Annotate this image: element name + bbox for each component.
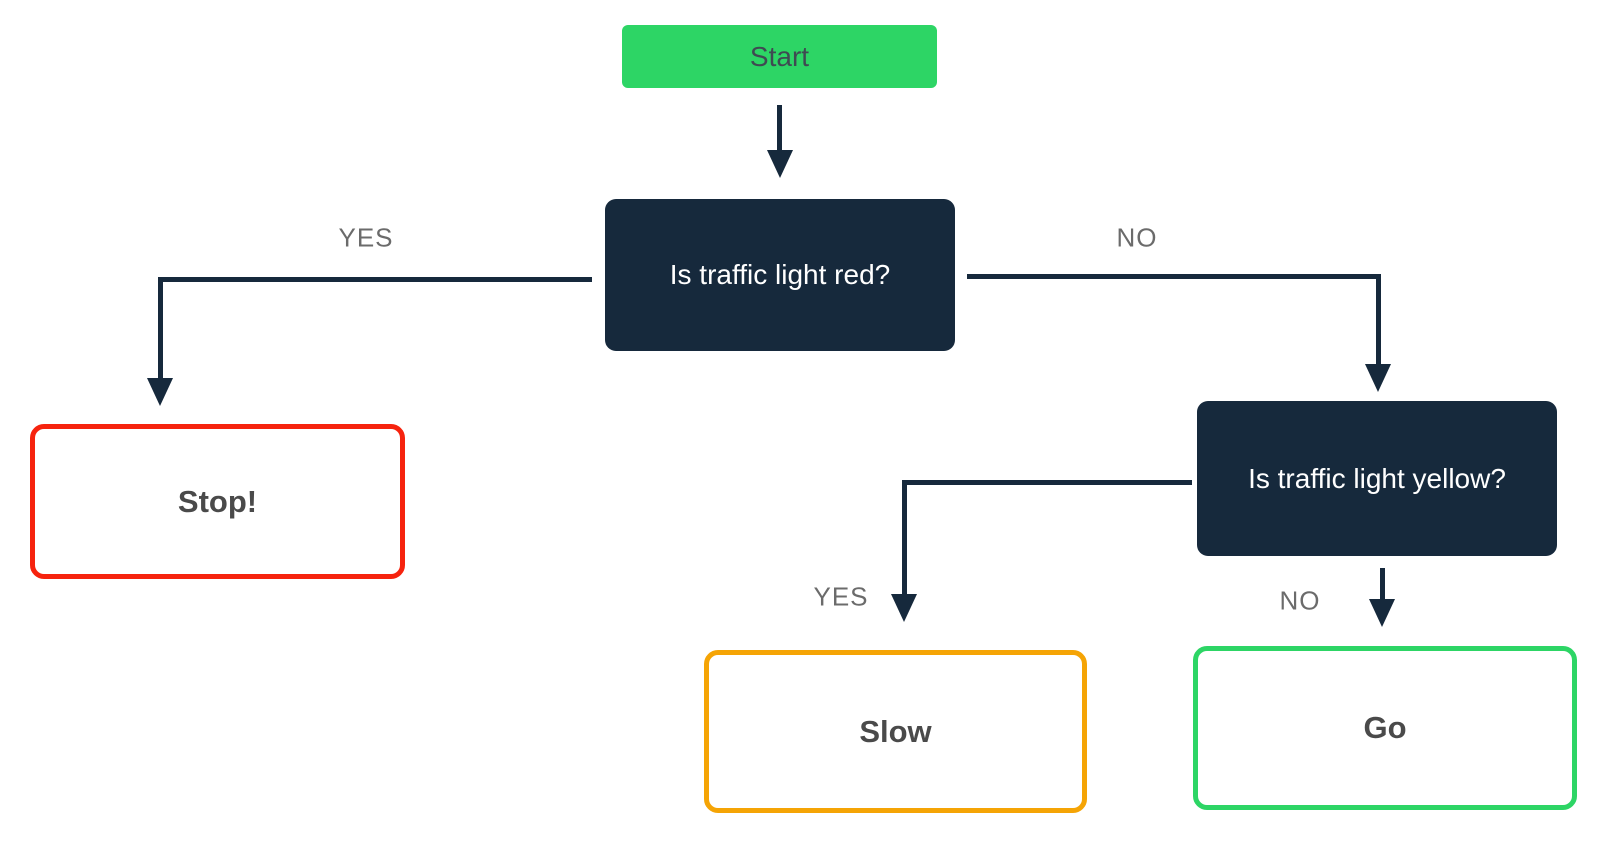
node-slow: Slow — [704, 650, 1087, 813]
edge-red-to-stop-vline — [158, 277, 163, 379]
edge-label-red-no: NO — [1116, 222, 1158, 253]
arrow-down-icon — [891, 594, 917, 622]
edge-yellow-to-go-line — [1380, 568, 1385, 600]
edge-yellow-to-slow-hline — [902, 480, 1192, 485]
edge-red-to-yellow-hline — [967, 274, 1381, 279]
edge-red-to-yellow-vline — [1376, 274, 1381, 365]
node-stop: Stop! — [30, 424, 405, 579]
edge-red-to-stop-hline — [158, 277, 592, 282]
edge-label-yellow-no: NO — [1279, 585, 1321, 616]
arrow-down-icon — [1369, 599, 1395, 627]
node-question-yellow: Is traffic light yellow? — [1197, 401, 1557, 556]
edge-yellow-to-slow-vline — [902, 480, 907, 595]
node-question-red: Is traffic light red? — [605, 199, 955, 351]
edge-label-yellow-yes: YES — [813, 581, 869, 612]
arrow-down-icon — [147, 378, 173, 406]
edge-start-to-red-line — [777, 105, 782, 151]
arrow-down-icon — [1365, 364, 1391, 392]
edge-label-red-yes: YES — [338, 222, 394, 253]
arrow-down-icon — [767, 150, 793, 178]
node-start: Start — [622, 25, 937, 88]
node-go: Go — [1193, 646, 1577, 810]
